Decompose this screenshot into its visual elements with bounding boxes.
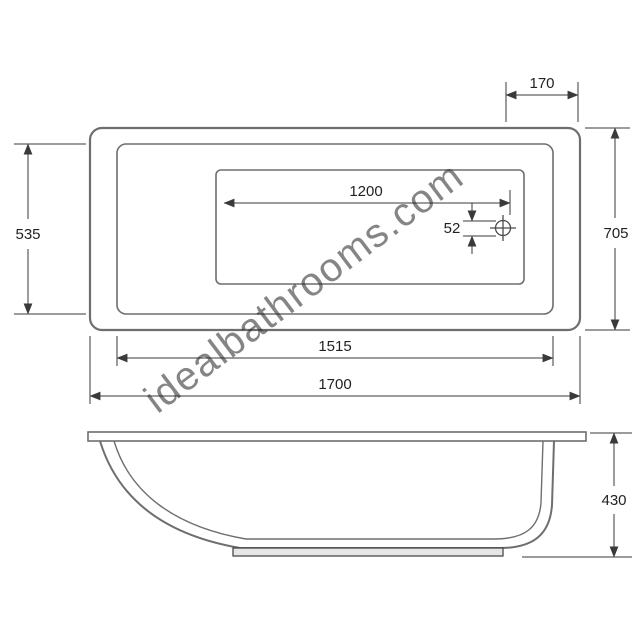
side-dimensions: 430	[522, 432, 632, 558]
dim-label-1515: 1515	[318, 338, 351, 355]
bath-inner-rim	[116, 143, 554, 315]
dim-label-1700: 1700	[318, 376, 351, 393]
dim-label-170: 170	[529, 75, 554, 92]
dim-overall-height: 430	[522, 432, 632, 558]
bath-outer-rim	[88, 126, 582, 332]
bath-floor	[215, 169, 525, 285]
dim-floor-length: 1200	[223, 183, 511, 215]
plan-dimensions: 170 705 535 1200	[14, 75, 630, 404]
dim-interior-length: 1515	[116, 336, 554, 366]
side-view	[87, 431, 587, 557]
dim-label-430: 430	[601, 492, 626, 509]
bath-profile-inner	[113, 440, 544, 540]
dim-label-1200: 1200	[349, 183, 382, 200]
dim-overall-width: 705	[585, 127, 630, 331]
dim-label-705: 705	[603, 225, 628, 242]
base-pad	[232, 547, 504, 557]
dim-interior-width: 535	[14, 143, 86, 315]
dim-label-52: 52	[444, 220, 461, 237]
rim-flange	[87, 431, 587, 442]
dim-tap-ledge-width: 170	[505, 75, 579, 122]
waste-drain-symbol	[490, 215, 516, 241]
dim-waste-offset: 52	[444, 203, 496, 254]
dim-label-535: 535	[15, 226, 40, 243]
dim-overall-length: 1700	[89, 336, 581, 404]
plan-view	[88, 126, 582, 332]
bath-profile-outer	[99, 440, 555, 549]
